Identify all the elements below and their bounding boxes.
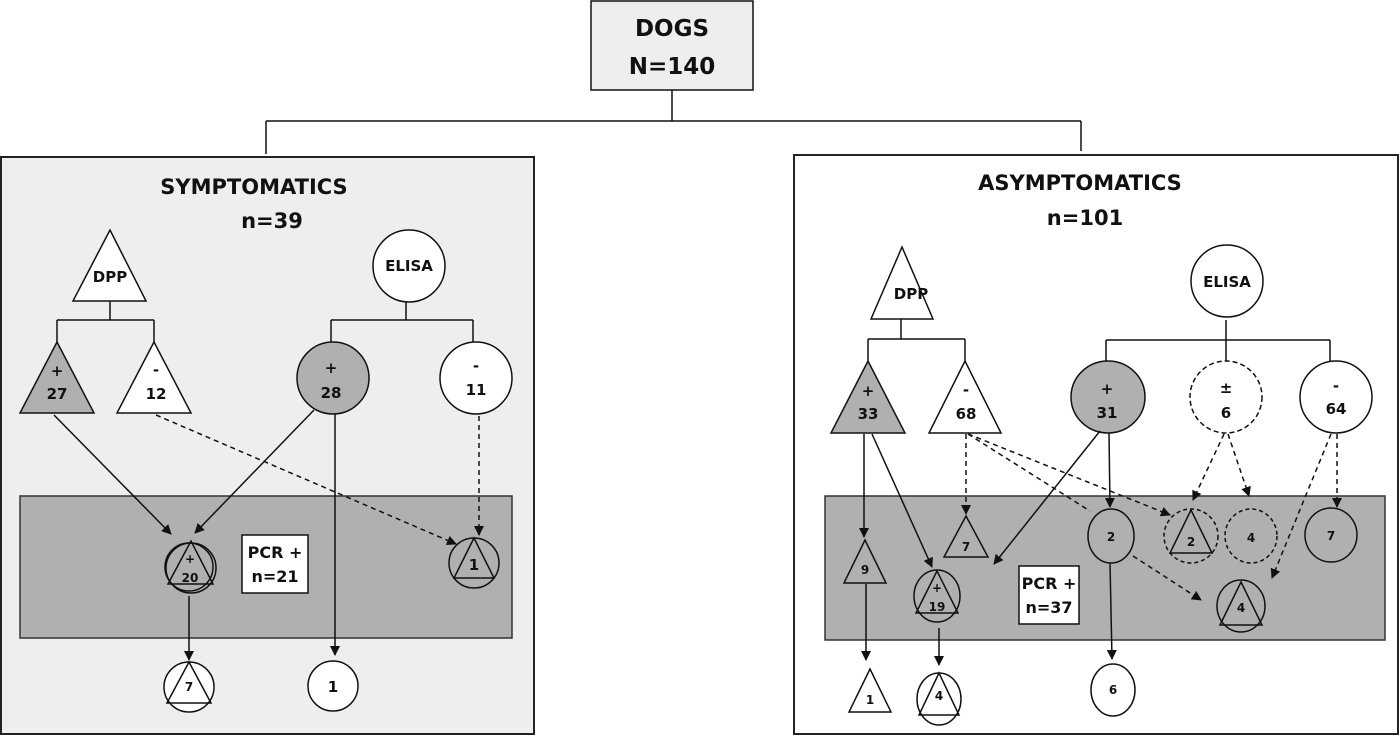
svg-text:1: 1 [328,678,338,696]
asymptomatic-pcr-node-dpp-negative-elisa-equivocal: 2 [1163,508,1219,564]
svg-text:7: 7 [1327,529,1335,543]
svg-text:+: + [185,552,195,566]
svg-text:33: 33 [858,405,879,423]
svg-text:PCR +: PCR + [248,543,303,562]
svg-text:4: 4 [935,689,943,703]
asymptomatic-dpp-positive-node: + 33 [829,359,907,434]
svg-text:2: 2 [1187,535,1195,549]
svg-text:4: 4 [1237,601,1245,615]
asymptomatic-elisa-positive-node: + 31 [1070,360,1146,434]
symptomatic-count: n=39 [241,209,303,233]
svg-text:1: 1 [469,556,479,574]
svg-text:+: + [325,359,338,377]
svg-text:11: 11 [466,381,487,399]
asymptomatic-outcome-node-elisa-positive: 6 [1090,663,1136,717]
symptomatic-pcr-node-dpp-elisa-positive: + 20 [164,539,217,594]
svg-text:6: 6 [1221,404,1231,422]
asymptomatic-pcr-node-dpp-elisa-positive: + 19 [913,569,961,623]
asymptomatic-count: n=101 [1047,206,1123,230]
asymptomatic-elisa-equivocal-node: ± 6 [1189,360,1263,434]
asymptomatic-elisa-negative-node: - 64 [1299,360,1373,434]
svg-text:7: 7 [962,540,970,554]
svg-text:-: - [473,357,479,375]
svg-text:PCR +: PCR + [1022,574,1077,593]
root-title: DOGS [635,16,709,42]
svg-text:28: 28 [321,384,342,402]
svg-text:±: ± [1220,379,1233,397]
asymptomatic-title: ASYMPTOMATICS [978,171,1182,195]
asymptomatic-pcr-node-elisa-negative: 7 [1304,507,1358,563]
asymptomatic-pcr-node-dpp-positive: 9 [842,538,888,584]
symptomatic-elisa-positive-node: + 28 [296,341,370,415]
asymptomatic-outcome-node-dpp-positive: 1 [847,667,893,713]
svg-text:n=21: n=21 [251,567,298,586]
asymptomatic-panel: ASYMPTOMATICS n=101 DPP + 33 - 68 ELISA [793,154,1399,735]
symptomatic-pcr-node-elisa-negative: 1 [448,536,500,589]
symptomatic-outcome-node-elisa: 1 [307,660,359,712]
svg-text:6: 6 [1109,683,1117,697]
symptomatic-dpp-positive-node: + 27 [18,340,96,414]
svg-text:+: + [862,382,875,400]
asymptomatic-pcr-band [824,495,1386,641]
root-count: N=140 [629,54,716,80]
asymptomatic-pcr-node-elisa-positive: 2 [1087,508,1135,564]
asymptomatic-dpp-node: DPP [869,245,935,320]
svg-text:9: 9 [861,563,869,577]
svg-text:DPP: DPP [894,285,928,303]
svg-text:4: 4 [1247,531,1255,545]
svg-text:31: 31 [1097,404,1118,422]
svg-text:-: - [1333,377,1339,395]
svg-text:20: 20 [182,571,199,585]
svg-text:64: 64 [1326,400,1347,418]
asymptomatic-pcr-node-dpp-negative-elisa-negative: 4 [1216,579,1266,633]
symptomatic-title: SYMPTOMATICS [160,175,347,199]
asymptomatic-dpp-negative-node: - 68 [927,359,1003,434]
svg-text:DPP: DPP [93,268,127,286]
svg-text:+: + [932,581,942,595]
asymptomatic-pcr-node-elisa-equivocal: 4 [1224,508,1278,564]
svg-text:n=37: n=37 [1025,598,1072,617]
root-connector [265,90,1082,154]
symptomatic-elisa-node: ELISA [372,229,446,303]
svg-text:-: - [963,381,969,399]
symptomatic-dpp-node: DPP [71,228,148,302]
svg-text:7: 7 [185,680,193,694]
svg-text:-: - [153,361,159,379]
symptomatic-elisa-negative-node: - 11 [439,341,513,415]
svg-text:ELISA: ELISA [385,257,433,275]
asymptomatic-pcr-node-dpp-negative: 7 [942,514,990,558]
svg-text:1: 1 [866,693,874,707]
svg-text:12: 12 [146,385,167,403]
symptomatic-dpp-negative-node: - 12 [115,340,193,414]
root-node: DOGS N=140 [590,0,754,91]
symptomatic-pcr-label: PCR + n=21 [241,534,309,594]
svg-text:+: + [1101,380,1114,398]
svg-text:ELISA: ELISA [1203,273,1251,291]
svg-text:27: 27 [47,385,68,403]
svg-text:19: 19 [929,600,946,614]
svg-text:68: 68 [956,405,977,423]
svg-text:+: + [51,362,64,380]
symptomatic-outcome-node-dpp-elisa: 7 [163,660,215,713]
asymptomatic-pcr-label: PCR + n=37 [1018,565,1080,625]
asymptomatic-outcome-node-dpp-elisa-positive: 4 [916,671,962,726]
asymptomatic-elisa-node: ELISA [1190,244,1264,318]
svg-text:2: 2 [1107,530,1115,544]
symptomatic-panel: SYMPTOMATICS n=39 DPP + 27 - 12 ELISA [0,156,535,735]
